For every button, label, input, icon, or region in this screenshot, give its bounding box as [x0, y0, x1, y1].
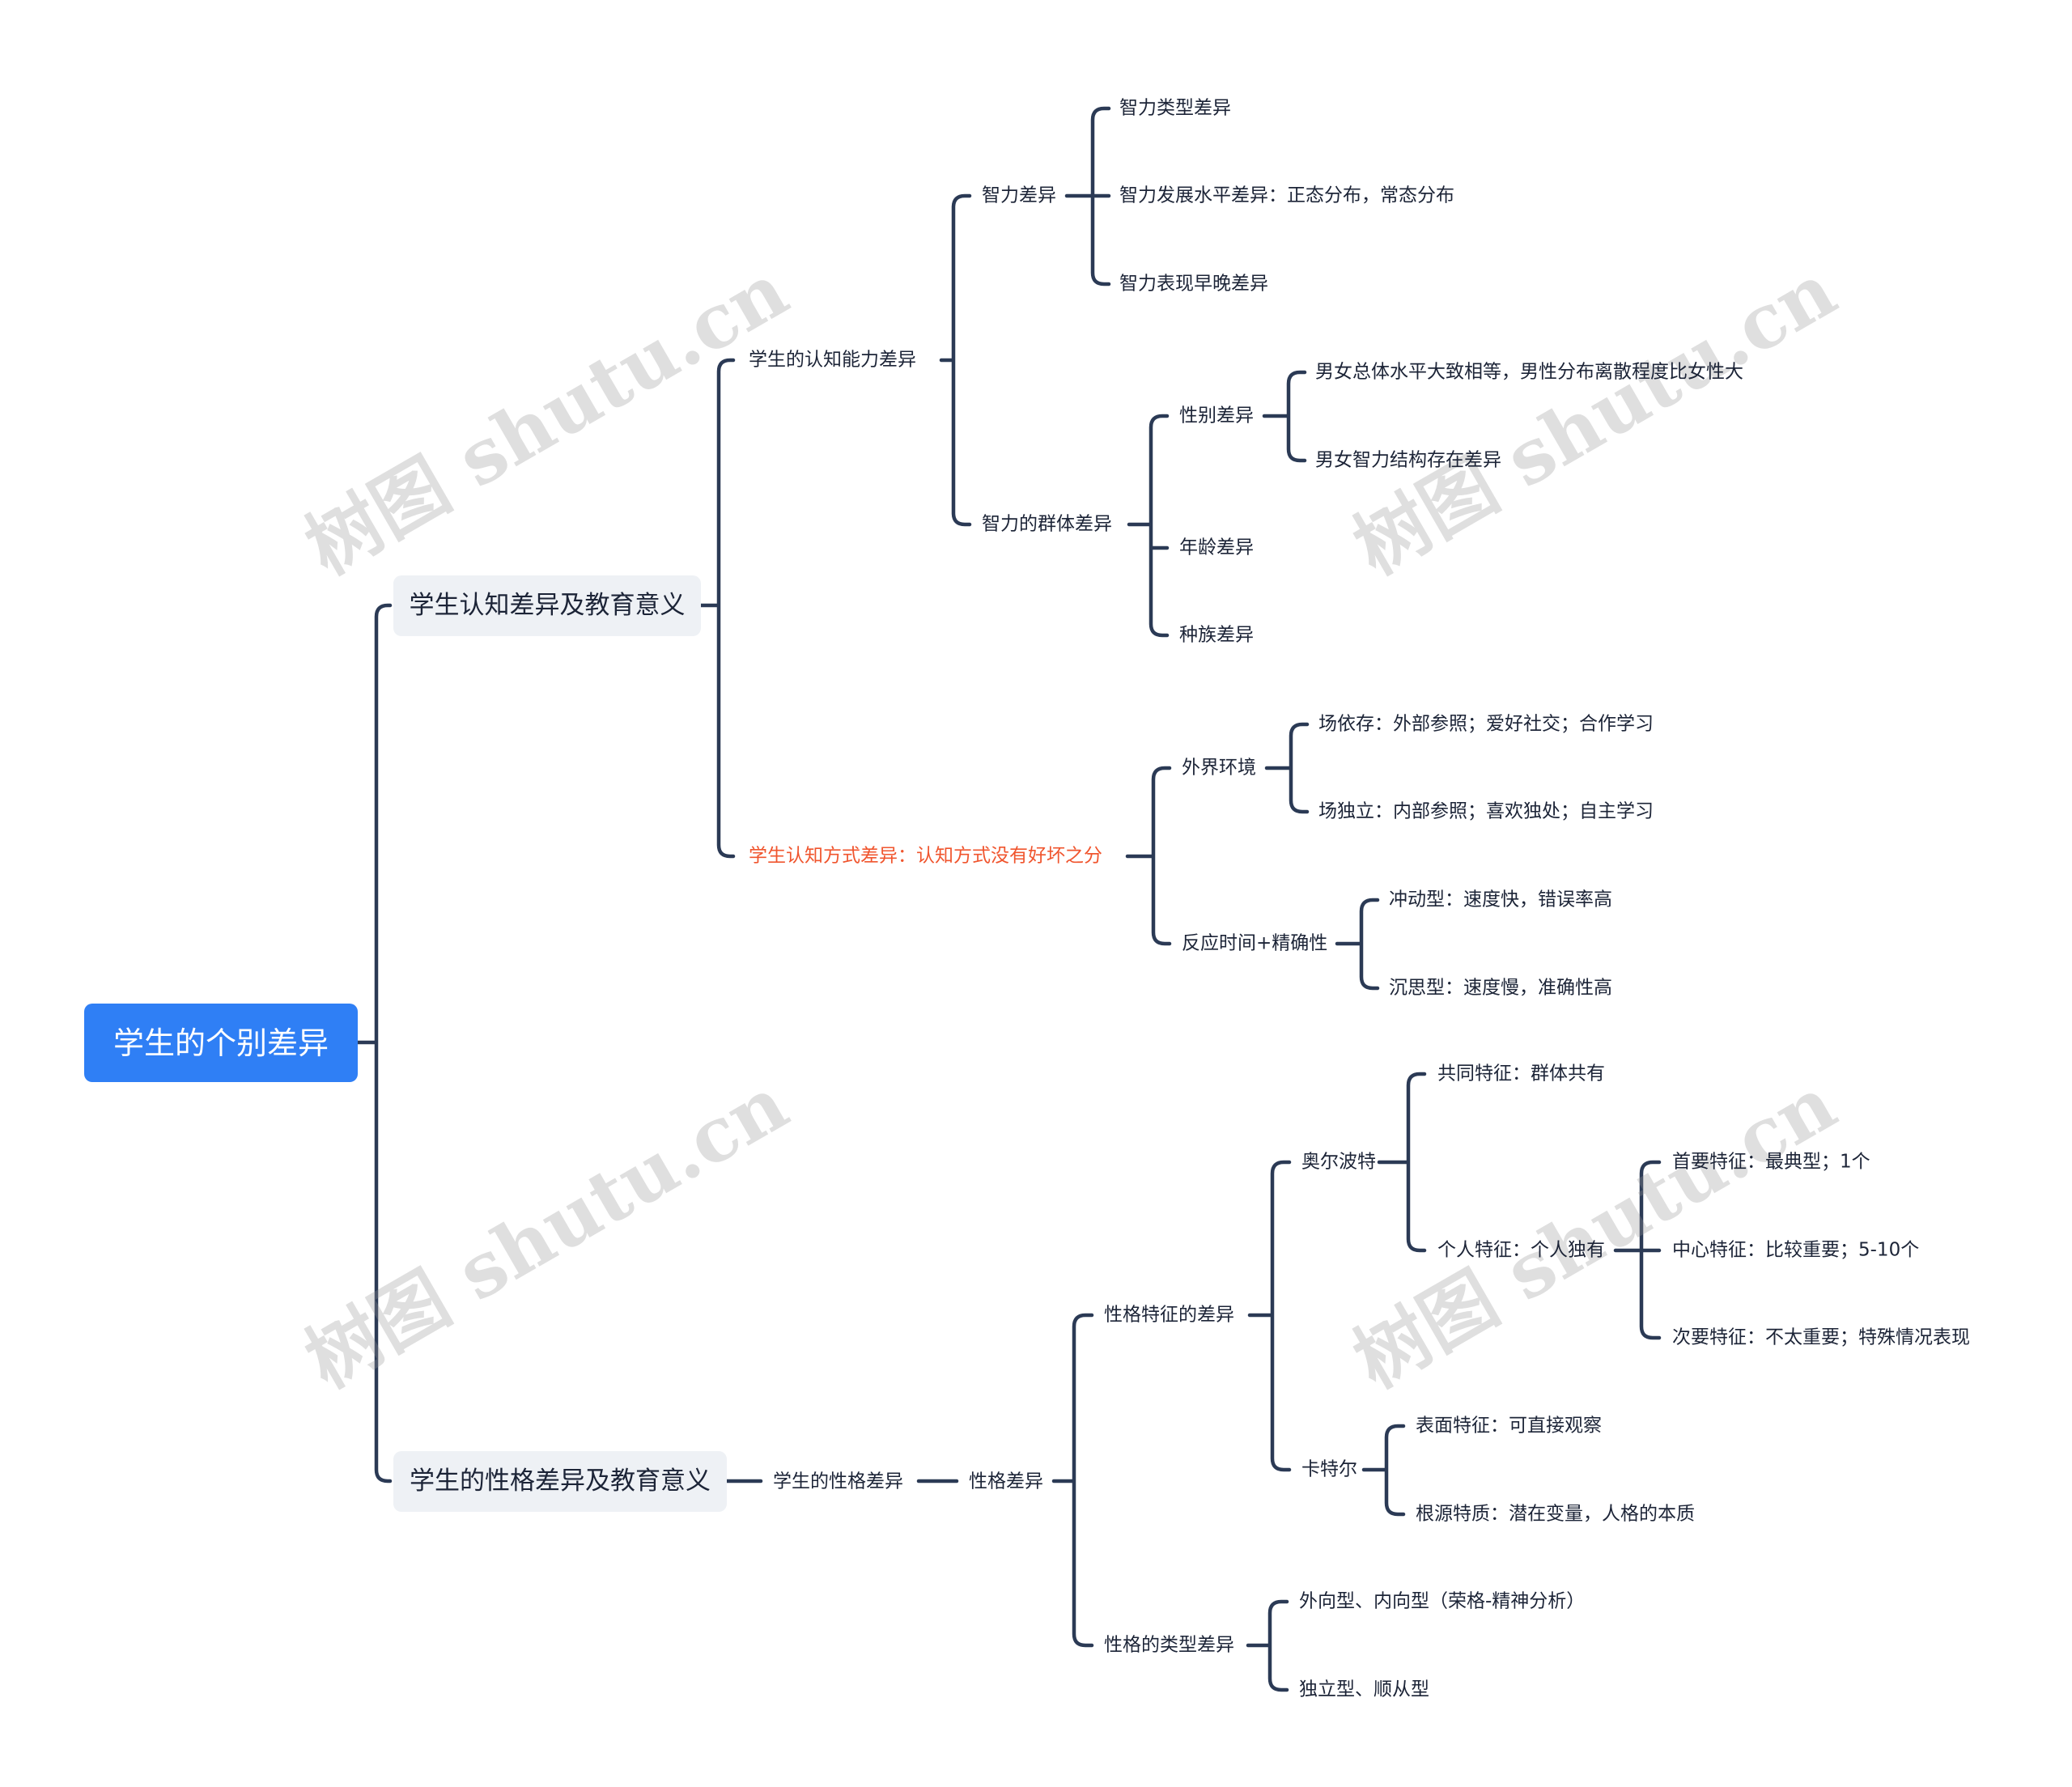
node-source-traits[interactable]: 根源特质：潜在变量，人格的本质: [1416, 1503, 1695, 1525]
node-cattell[interactable]: 卡特尔: [1301, 1458, 1357, 1480]
node-cardinal-traits[interactable]: 首要特征：最典型；1个: [1672, 1151, 1870, 1173]
connector: [1127, 414, 1170, 638]
node-reflective[interactable]: 沉思型：速度慢，准确性高: [1389, 977, 1612, 999]
node-age-difference[interactable]: 年龄差异: [1179, 537, 1254, 558]
node-extro-intro[interactable]: 外向型、内向型（荣格-精神分析）: [1299, 1590, 1586, 1612]
node-intelligence-level[interactable]: 智力发展水平差异：正态分布，常态分布: [1119, 185, 1454, 206]
node-intelligence-type[interactable]: 智力类型差异: [1119, 97, 1231, 119]
topic-personality-differences[interactable]: 学生的性格差异及教育意义: [393, 1451, 727, 1512]
node-central-traits[interactable]: 中心特征：比较重要；5-10个: [1672, 1239, 1920, 1261]
node-gender-structure[interactable]: 男女智力结构存在差异: [1315, 449, 1501, 471]
connector: [1262, 370, 1307, 463]
node-common-traits[interactable]: 共同特征：群体共有: [1437, 1063, 1605, 1085]
node-personality-diff[interactable]: 性格差异: [969, 1471, 1043, 1492]
node-type-differences[interactable]: 性格的类型差异: [1104, 1634, 1234, 1656]
node-trait-differences[interactable]: 性格特征的差异: [1104, 1304, 1234, 1326]
connector: [698, 358, 736, 859]
node-field-dependent[interactable]: 场依存：外部参照；爱好社交；合作学习: [1318, 713, 1654, 735]
node-gender-overall[interactable]: 男女总体水平大致相等，男性分布离散程度比女性大: [1315, 361, 1743, 383]
connector: [1264, 722, 1310, 814]
node-secondary-traits[interactable]: 次要特征：不太重要；特殊情况表现: [1672, 1326, 1970, 1348]
node-impulsive[interactable]: 冲动型：速度快，错误率高: [1389, 889, 1612, 910]
connector: [1377, 1072, 1427, 1253]
node-surface-traits[interactable]: 表面特征：可直接观察: [1416, 1415, 1602, 1437]
connector: [1335, 898, 1380, 991]
node-intelligence-timing[interactable]: 智力表现早晚差异: [1119, 273, 1268, 295]
node-individual-traits[interactable]: 个人特征：个人独有: [1437, 1239, 1605, 1261]
node-cognitive-style[interactable]: 学生认知方式差异：认知方式没有好坏之分: [749, 845, 1102, 867]
connector: [355, 603, 393, 1484]
connector: [1051, 1313, 1094, 1648]
node-group-difference[interactable]: 智力的群体差异: [982, 513, 1112, 535]
node-independent-compliant[interactable]: 独立型、顺从型: [1299, 1679, 1429, 1700]
connector: [1064, 106, 1111, 287]
node-reaction-accuracy[interactable]: 反应时间+精确性: [1182, 932, 1328, 954]
node-field-independent[interactable]: 场独立：内部参照；喜欢独处；自主学习: [1318, 800, 1654, 822]
node-environment[interactable]: 外界环境: [1182, 757, 1256, 779]
node-allport[interactable]: 奥尔波特: [1301, 1151, 1376, 1173]
node-personality-sub[interactable]: 学生的性格差异: [773, 1471, 903, 1492]
node-cognitive-ability[interactable]: 学生的认知能力差异: [749, 349, 916, 371]
node-intelligence-difference[interactable]: 智力差异: [982, 185, 1056, 206]
connector: [1246, 1599, 1289, 1692]
connector: [939, 193, 972, 527]
connector: [1361, 1424, 1406, 1517]
connector: [1247, 1160, 1292, 1472]
root-topic[interactable]: 学生的个别差异: [84, 1004, 358, 1082]
topic-cognitive-differences[interactable]: 学生认知差异及教育意义: [393, 575, 701, 636]
connector: [1613, 1160, 1662, 1340]
node-gender-difference[interactable]: 性别差异: [1179, 405, 1254, 427]
node-race-difference[interactable]: 种族差异: [1179, 624, 1254, 646]
connector: [1125, 766, 1172, 946]
